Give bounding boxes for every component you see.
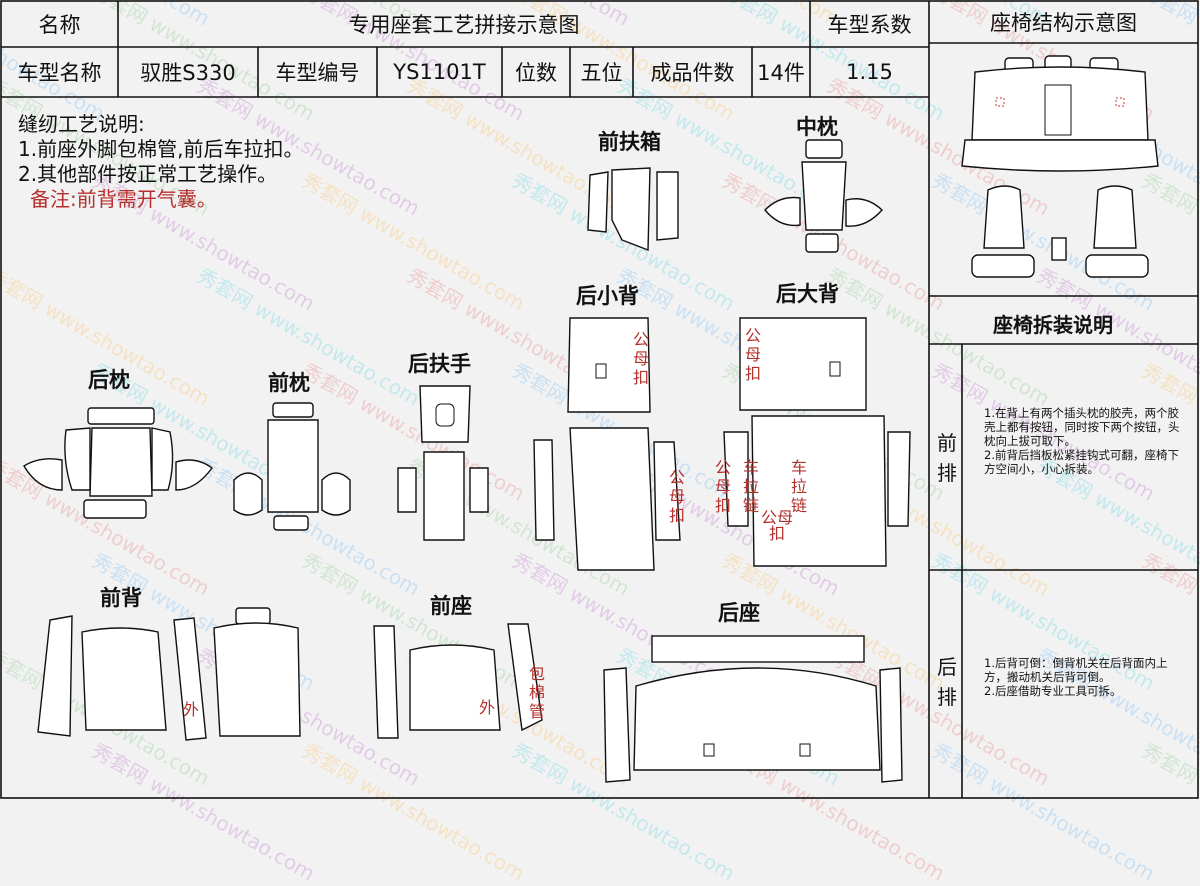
section-rear-seat: 后座 xyxy=(718,601,760,625)
front-armrest-box-pieces xyxy=(587,167,679,252)
series-label: 车型系数 xyxy=(827,13,912,37)
label-snap-big-back-bottom: 公母扣 xyxy=(760,508,793,543)
section-rear-armrest: 后扶手 xyxy=(408,352,471,376)
rear-big-back-pieces xyxy=(723,317,911,567)
outer-frame xyxy=(0,0,1199,799)
label-outer-front-back: 外 xyxy=(182,700,199,719)
seats-label: 位数 xyxy=(515,61,557,85)
section-front-headrest: 前枕 xyxy=(268,371,310,395)
section-front-seat: 前座 xyxy=(430,594,472,618)
label-snap-small-back-side: 公母扣 xyxy=(668,468,685,525)
coefficient-value: 1.15 xyxy=(846,60,893,84)
label-snap-big-back-side: 公母扣 xyxy=(714,458,731,515)
seat-structure-sketch xyxy=(961,55,1159,278)
sewing-notes: 缝纫工艺说明: 1.前座外脚包棉管,前后车拉扣。 2.其他部件按正常工艺操作。 … xyxy=(18,112,303,212)
front-headrest-pieces xyxy=(233,402,351,531)
notes-line-1: 1.前座外脚包棉管,前后车拉扣。 xyxy=(18,137,304,161)
rear-row-instructions: 1.后背可倒：倒背机关在后背面内上方，搬动机关后背可倒。 2.后座借助专业工具可… xyxy=(984,656,1168,698)
label-snap-small-back-top: 公母扣 xyxy=(632,330,649,387)
section-rear-small-back: 后小背 xyxy=(576,284,639,308)
pattern-drawing xyxy=(0,0,1199,799)
section-front-armrest-box: 前扶箱 xyxy=(598,130,661,154)
front-row-instructions: 1.在背上有两个插头枕的胶壳，两个胶壳上都有按钮，同时按下两个按钮，头枕向上拔可… xyxy=(984,406,1180,476)
section-front-back: 前背 xyxy=(100,586,142,610)
pieces-value: 14件 xyxy=(757,61,805,85)
rear-headrest-pieces xyxy=(23,407,213,519)
rear-seat-pieces xyxy=(603,635,903,783)
rear-small-back-pieces xyxy=(533,317,681,571)
structure-title: 座椅结构示意图 xyxy=(990,11,1137,35)
notes-remark: 备注:前背需开气囊。 xyxy=(30,187,217,211)
seats-value: 五位 xyxy=(580,61,623,85)
section-rear-headrest: 后枕 xyxy=(88,368,130,392)
rear-row-label: 后排 xyxy=(937,655,957,709)
pieces-label: 成品件数 xyxy=(650,61,735,85)
middle-headrest-pieces xyxy=(764,139,883,253)
notes-heading: 缝纫工艺说明: xyxy=(18,112,145,136)
front-back-pieces xyxy=(37,607,301,741)
name-label: 名称 xyxy=(38,13,81,37)
label-snap-big-back-top: 公母扣 xyxy=(744,326,761,383)
page-title: 专用座套工艺拼接示意图 xyxy=(348,13,580,37)
front-row-label: 前排 xyxy=(937,431,957,485)
label-zipper-big-back-right: 车拉链 xyxy=(790,458,807,515)
model-no-value: YS1101T xyxy=(393,60,486,84)
model-name-value: 驭胜S330 xyxy=(140,61,236,85)
rear-armrest-pieces xyxy=(397,385,489,541)
label-outer-front-seat: 外 xyxy=(478,698,495,717)
section-rear-big-back: 后大背 xyxy=(776,282,839,306)
label-wrap-cotton-tube: 包棉管 xyxy=(528,664,545,721)
notes-line-2: 2.其他部件按正常工艺操作。 xyxy=(18,162,278,186)
disassembly-title: 座椅拆装说明 xyxy=(993,313,1113,337)
label-zipper-big-back-left: 车拉链 xyxy=(742,458,759,515)
model-name-label: 车型名称 xyxy=(17,61,102,85)
model-no-label: 车型编号 xyxy=(275,61,360,85)
front-seat-pieces xyxy=(373,623,543,739)
section-middle-headrest: 中枕 xyxy=(796,115,838,139)
